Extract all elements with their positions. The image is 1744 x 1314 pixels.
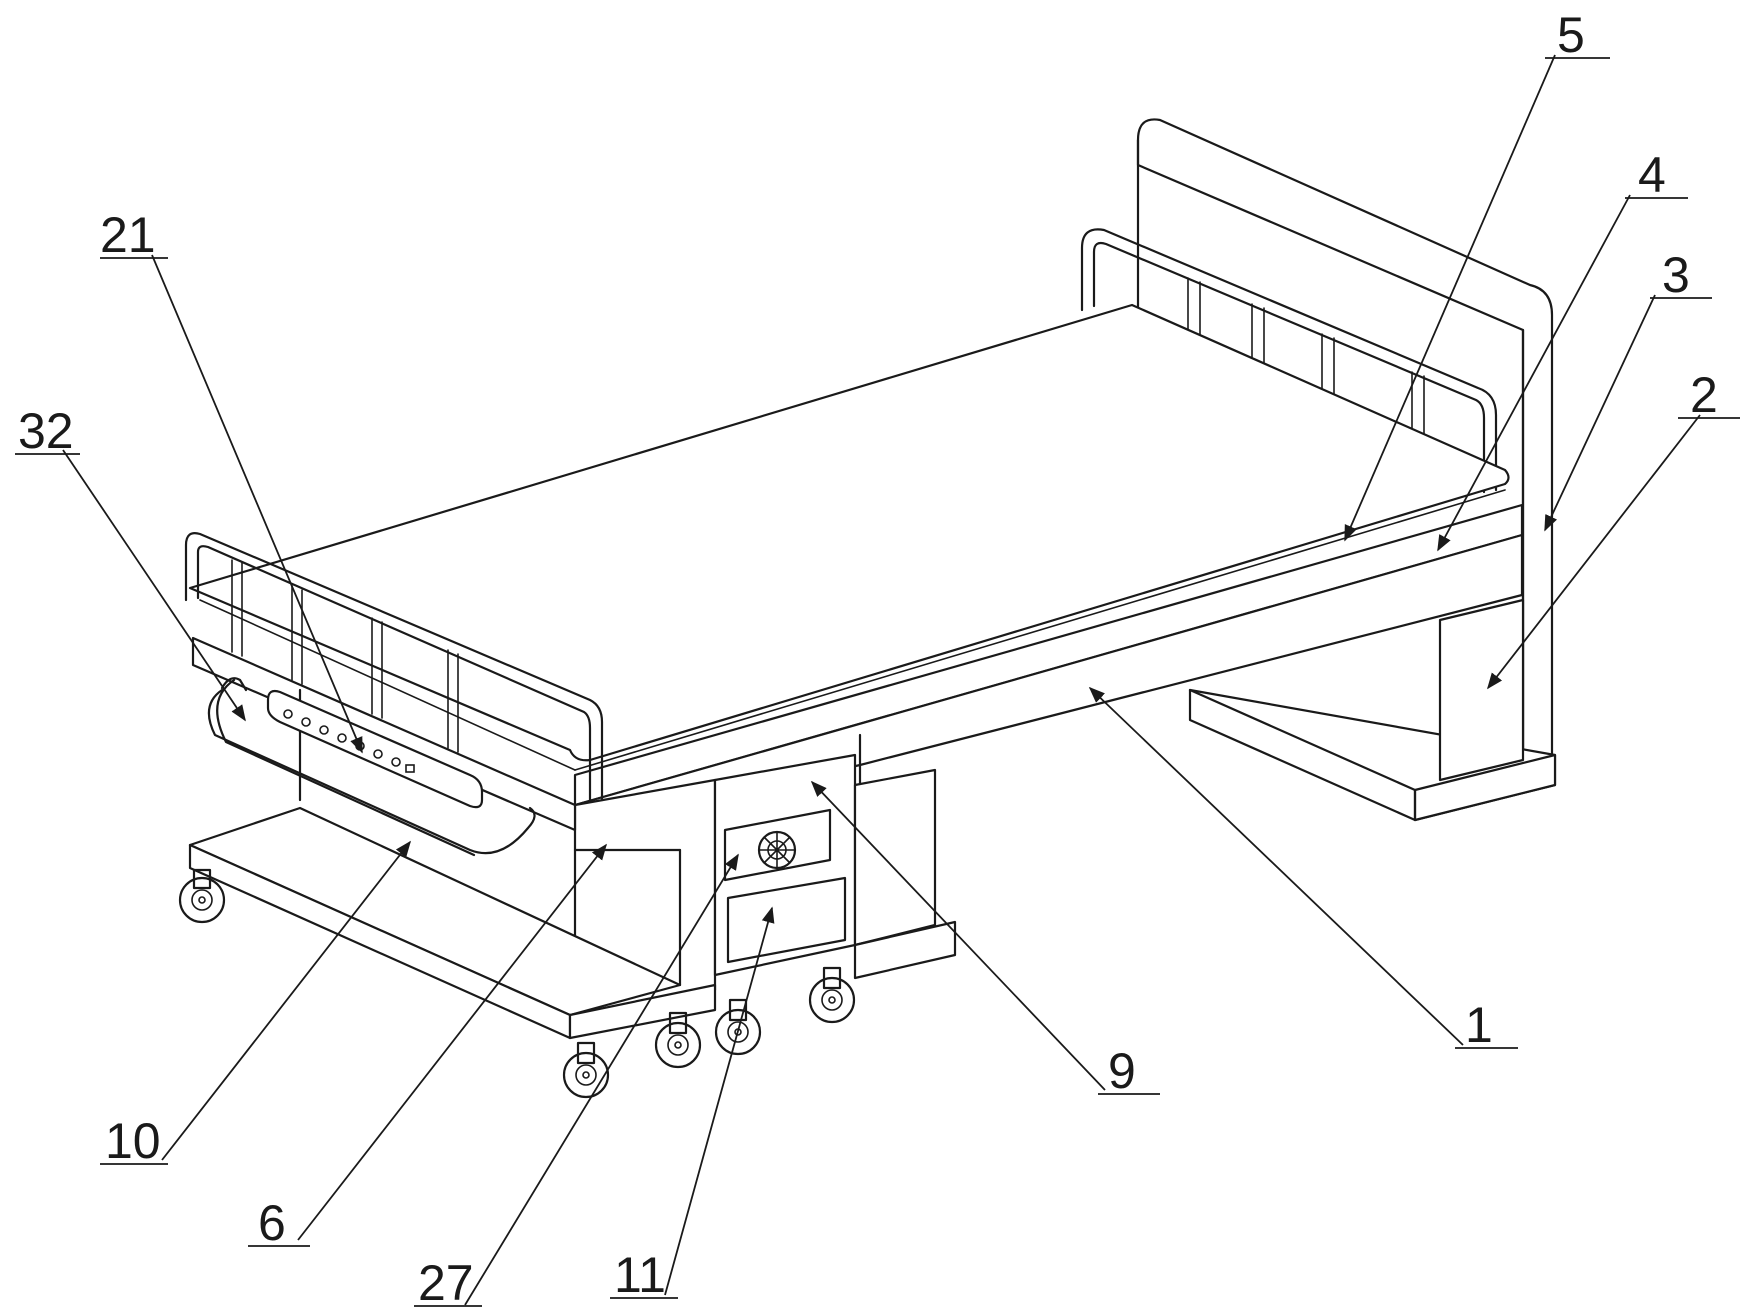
label-2: 2 <box>1690 367 1718 423</box>
label-9: 9 <box>1108 1043 1136 1099</box>
label-27: 27 <box>418 1255 474 1311</box>
caster <box>562 1041 610 1099</box>
label-32: 32 <box>18 403 74 459</box>
control-panel <box>266 689 484 809</box>
reference-numerals: 5 4 3 2 21 32 1 9 10 6 27 11 <box>15 7 1740 1311</box>
foot-guardrail <box>184 532 604 802</box>
foot-handle <box>207 677 536 857</box>
label-11: 11 <box>614 1247 666 1303</box>
label-6: 6 <box>258 1195 286 1251</box>
caster <box>178 868 226 924</box>
head-base-platform <box>1188 598 1557 822</box>
leader-lines <box>62 54 1701 1306</box>
label-21: 21 <box>100 207 156 263</box>
label-5: 5 <box>1557 7 1585 63</box>
caster <box>714 998 762 1056</box>
center-column <box>713 753 957 980</box>
label-4: 4 <box>1638 147 1666 203</box>
caster <box>808 966 856 1024</box>
casters <box>178 868 856 1099</box>
label-10: 10 <box>105 1113 161 1169</box>
label-3: 3 <box>1662 247 1690 303</box>
label-1: 1 <box>1465 997 1493 1053</box>
caster <box>654 1011 702 1069</box>
foot-shelf <box>188 806 717 1040</box>
